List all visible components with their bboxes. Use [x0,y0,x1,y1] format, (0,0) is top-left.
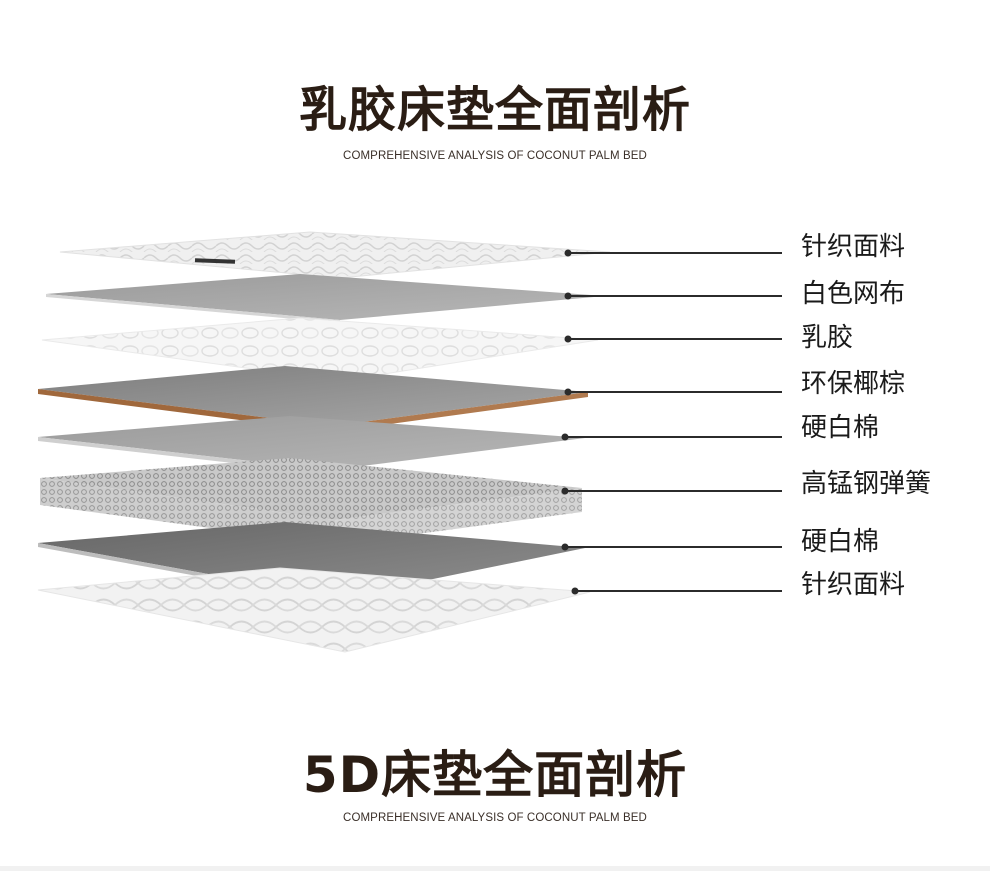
layer-white-mesh [46,274,605,323]
layer-label-springs: 高锰钢弹簧 [801,469,932,499]
leader-dot-5 [561,433,569,441]
layer-knit-fabric-top [59,231,611,279]
footer-divider [0,866,990,871]
leader-dot-2 [564,292,572,300]
layer-knit-fabric-bottom [37,567,591,653]
leader-dot-4 [564,388,572,396]
leader-dot-3 [564,335,572,343]
layer-label-latex: 乳胶 [801,323,854,353]
label-tag [194,258,236,264]
footer-subtitle: COMPREHENSIVE ANALYSIS OF COCONUT PALM B… [343,812,647,824]
leader-lines [565,252,782,592]
layer-label-knit-fabric-bottom: 针织面料 [801,570,906,600]
layer-label-white-mesh: 白色网布 [801,279,906,309]
layer-label-hard-cotton-2: 硬白棉 [801,527,880,557]
layer-label-coir: 环保椰棕 [801,369,906,399]
layer-label-knit-fabric-top: 针织面料 [801,232,906,262]
footer-title: 5D床垫全面剖析 [302,746,688,804]
page-subtitle: COMPREHENSIVE ANALYSIS OF COCONUT PALM B… [343,150,647,162]
leader-dot-1 [564,249,572,257]
layer-label-hard-cotton-1: 硬白棉 [801,413,880,443]
leader-dot-8 [571,587,579,595]
leader-dot-7 [561,543,569,551]
page-title: 乳胶床垫全面剖析 [298,82,691,138]
leader-dots [561,249,579,595]
leader-dot-6 [561,487,569,495]
